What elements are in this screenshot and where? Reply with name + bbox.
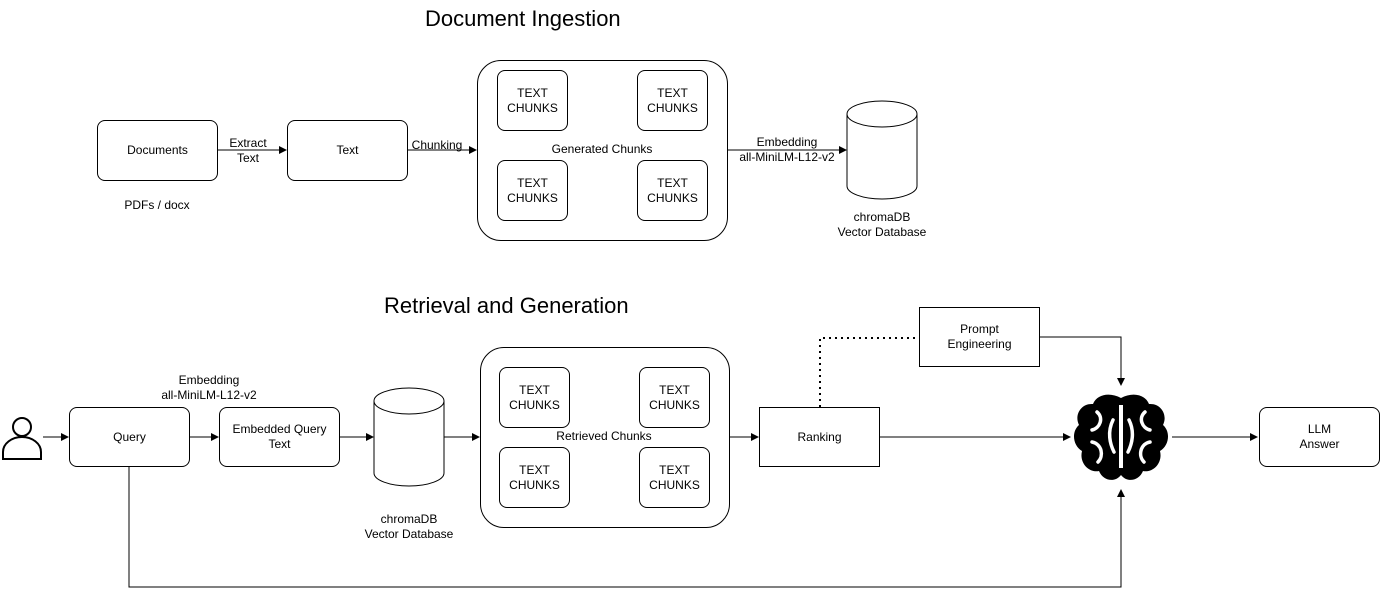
text-node: Text — [287, 120, 408, 181]
text-chunk-box: TEXT CHUNKS — [639, 447, 710, 508]
ranking-node: Ranking — [759, 407, 880, 467]
extract-text-label: Extract Text — [229, 136, 267, 165]
ingestion-embedding-label: Embedding all-MiniLM-L12-v2 — [739, 135, 835, 164]
ingestion-title: Document Ingestion — [425, 6, 621, 31]
text-chunk-box: TEXT CHUNKS — [499, 447, 570, 508]
retrieved-chunks-label: Retrieved Chunks — [556, 429, 652, 443]
retrieval-embedding-label: Embedding all-MiniLM-L12-v2 — [161, 373, 257, 402]
embedded-query-node: Embedded Query Text — [219, 407, 340, 467]
text-chunk-box: TEXT CHUNKS — [639, 367, 710, 428]
dotted-ranking-to-prompt — [819, 337, 918, 407]
text-chunk-box: TEXT CHUNKS — [637, 160, 708, 221]
ingestion-db-caption: chromaDB Vector Database — [837, 210, 927, 239]
text-chunk-box: TEXT CHUNKS — [499, 367, 570, 428]
retrieval-title: Retrieval and Generation — [384, 293, 629, 318]
brain-icon — [1073, 394, 1169, 480]
query-node: Query — [69, 407, 190, 467]
text-chunk-box: TEXT CHUNKS — [497, 160, 568, 221]
database-icon — [846, 100, 918, 200]
prompt-engineering-node: Prompt Engineering — [919, 307, 1040, 367]
arrow-query-to-llm — [128, 467, 1125, 588]
documents-node: Documents — [97, 120, 218, 181]
retrieval-db-caption: chromaDB Vector Database — [364, 512, 454, 541]
documents-caption: PDFs / docx — [124, 198, 190, 212]
llm-answer-node: LLM Answer — [1259, 407, 1380, 467]
arrow-prompt-to-llm — [1040, 336, 1125, 386]
generated-chunks-label: Generated Chunks — [551, 142, 653, 156]
chunking-label: Chunking — [411, 138, 463, 152]
text-chunk-box: TEXT CHUNKS — [637, 70, 708, 131]
text-chunk-box: TEXT CHUNKS — [497, 70, 568, 131]
user-icon — [2, 417, 42, 460]
database-icon — [373, 387, 445, 487]
